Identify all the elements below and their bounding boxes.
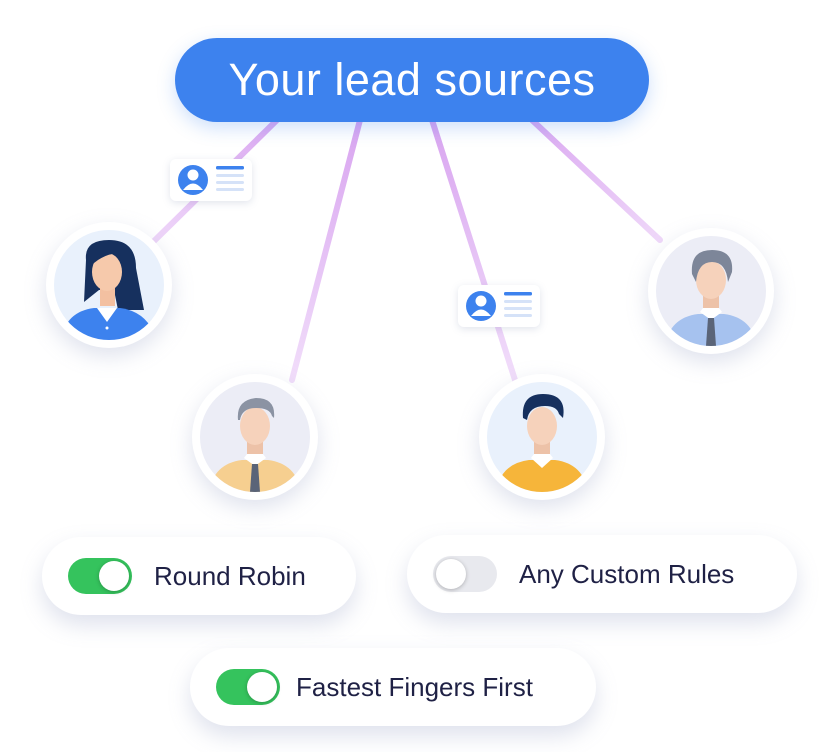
connector-line [429,117,518,383]
agent-avatar-icon [479,374,605,500]
custom-rules-toggle[interactable] [433,556,497,592]
fastest-fingers-option[interactable]: Fastest Fingers First [190,648,596,726]
connector-line [529,117,663,243]
toggle-knob [99,561,129,591]
fastest-fingers-label: Fastest Fingers First [296,671,533,702]
round-robin-toggle[interactable] [68,558,132,594]
agent-avatar-icon [46,222,172,348]
contact-card-icon [458,285,540,327]
round-robin-option[interactable]: Round Robin [42,537,356,615]
agent-avatar-icon [648,228,774,354]
contact-card-icon [170,159,252,201]
toggle-knob [247,672,277,702]
agent-avatar-icon [192,374,318,500]
custom-rules-option[interactable]: Any Custom Rules [407,535,797,613]
custom-rules-label: Any Custom Rules [519,558,735,589]
fastest-fingers-toggle[interactable] [216,669,280,705]
toggle-knob [436,559,466,589]
connector-line [289,117,363,383]
lead-sources-title: Your lead sources [175,38,649,122]
round-robin-label: Round Robin [154,560,306,591]
